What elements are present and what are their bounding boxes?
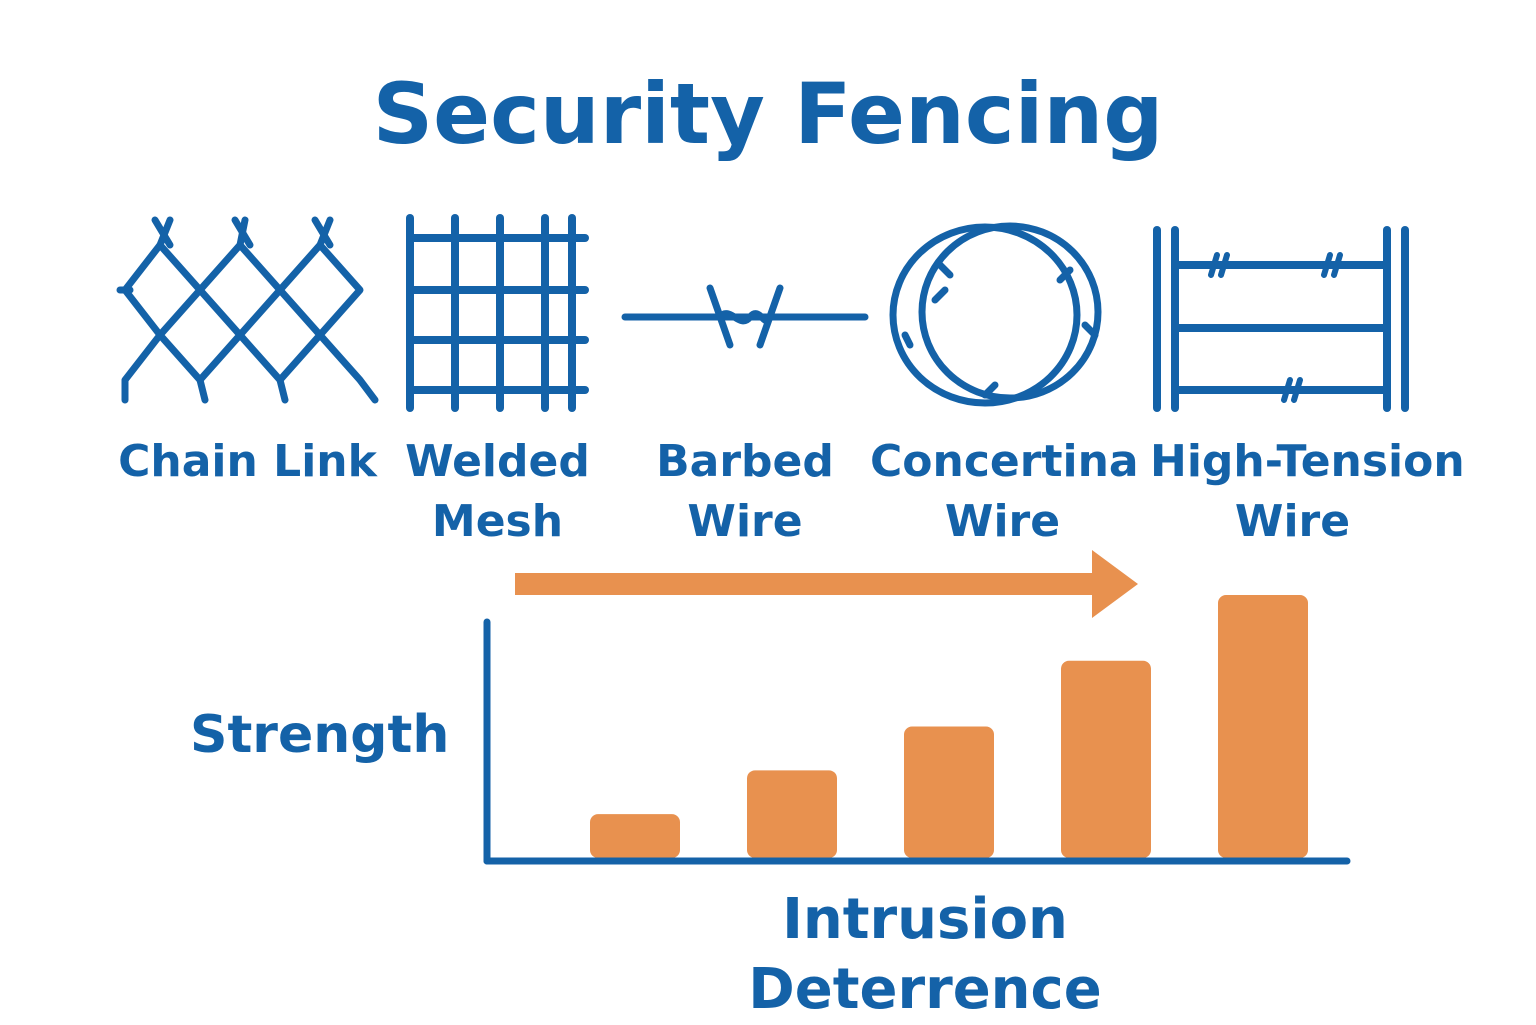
welded-mesh-icon [406,214,589,412]
concertina-wire-icon [889,222,1102,407]
trend-arrow [515,550,1138,618]
trend-arrow-shaft [515,573,1095,595]
bar [747,770,837,858]
bar [1061,660,1151,858]
high-tension-wire-icon [1153,226,1409,412]
bar [904,726,994,858]
y-axis-label: Strength [190,705,450,765]
trend-arrow-head [1092,550,1138,618]
barbed-wire-icon [621,284,869,349]
x-axis-label: Intrusion Deterrence [748,887,1102,1022]
fence-label-chain-link: Chain Link [118,436,377,487]
bar [590,814,680,858]
bar [1218,595,1308,858]
page-title: Security Fencing [372,65,1164,163]
chain-link-icon [116,216,379,404]
